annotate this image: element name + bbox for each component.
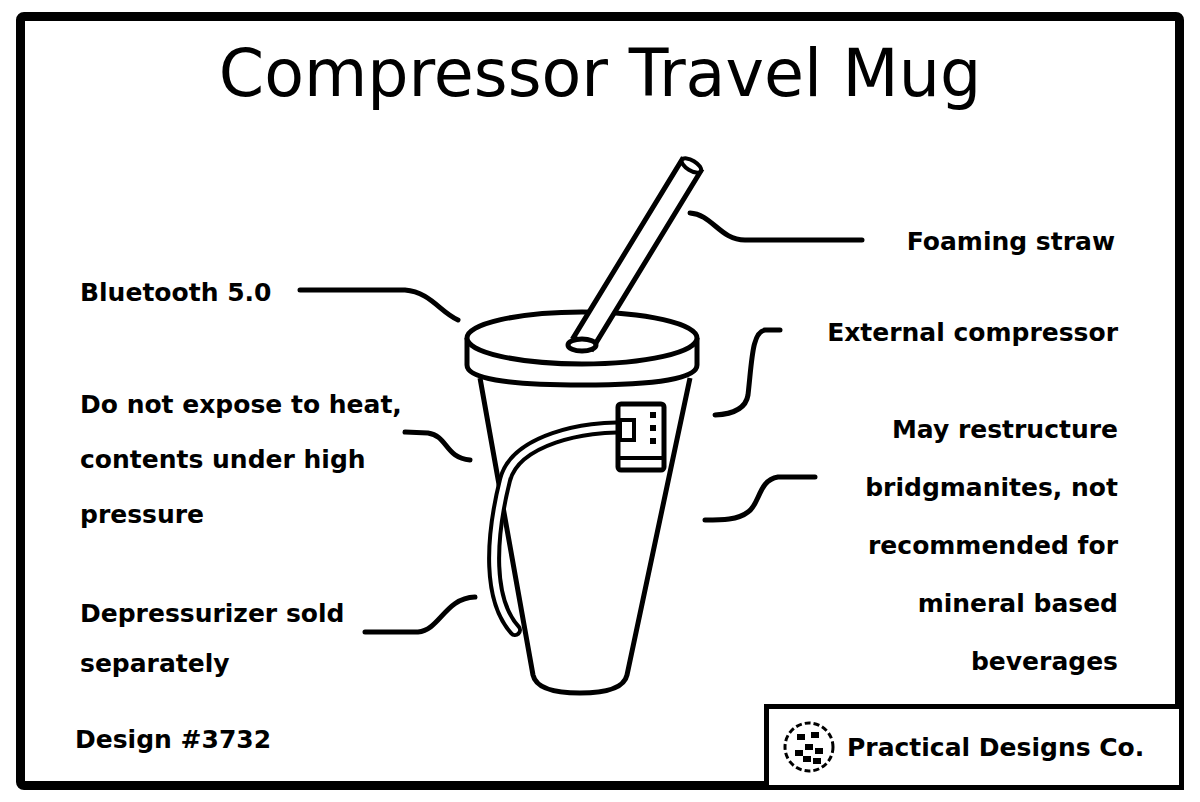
logo-mark — [811, 732, 819, 738]
logo-mark — [805, 744, 813, 750]
compressor-unit — [618, 404, 664, 470]
leader-line — [405, 432, 470, 460]
leader-line — [365, 597, 475, 632]
hose — [494, 428, 628, 630]
title: Compressor Travel Mug — [0, 38, 1200, 110]
cup-body — [480, 378, 690, 693]
leader-line — [690, 213, 862, 240]
straw-opening — [679, 155, 703, 175]
callout-label: External compressor — [827, 315, 1118, 351]
callout-label: Do not expose to heat, contents under hi… — [80, 377, 402, 542]
logo-mark — [803, 756, 811, 762]
compressor-button — [650, 438, 656, 444]
callout-label: May restructure bridgmanites, not recomm… — [836, 401, 1118, 691]
callout-label: Bluetooth 5.0 — [80, 275, 271, 311]
callout-label: Design #3732 — [75, 722, 271, 758]
compressor-button — [650, 425, 656, 431]
logo-ring — [785, 723, 833, 771]
hose-outline — [494, 428, 628, 630]
leader-line — [705, 477, 815, 520]
logo-mark — [815, 748, 823, 754]
leader-line — [300, 290, 458, 320]
compressor-line — [618, 456, 664, 460]
compressor-button — [650, 412, 656, 418]
callout-label: Depressurizer sold separately — [80, 589, 380, 689]
hose-fitting — [620, 420, 634, 440]
logo-mark — [813, 758, 821, 764]
company-logo — [781, 719, 837, 775]
brand-name: Practical Designs Co. — [847, 733, 1179, 762]
foaming-straw — [574, 160, 701, 349]
logo-mark — [795, 750, 803, 756]
logo-mark — [797, 734, 805, 740]
callout-label: Foaming straw — [907, 224, 1115, 260]
straw-hole — [568, 339, 596, 351]
leader-line — [715, 330, 780, 415]
brand-box: Practical Designs Co. — [764, 704, 1184, 790]
